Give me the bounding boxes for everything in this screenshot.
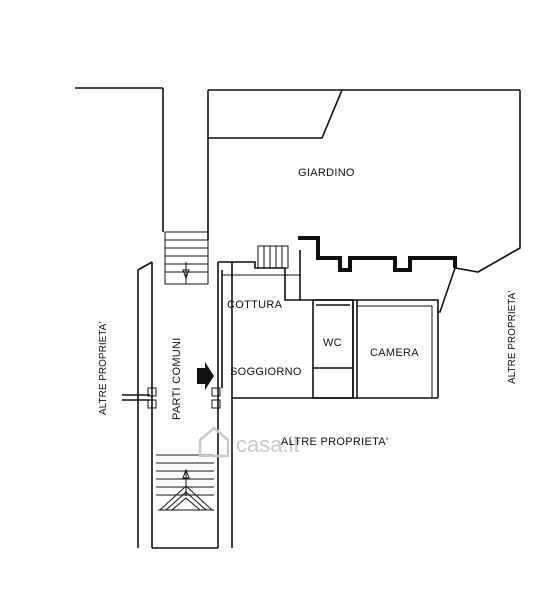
interior-walls [222, 274, 433, 399]
stair-down-icon [182, 269, 190, 280]
corridor-walls [75, 87, 233, 549]
garden-boundary [208, 89, 521, 273]
arrow-right-icon [197, 362, 214, 390]
house-logo-icon [198, 426, 230, 458]
label-altre-bottom: ALTRE PROPRIETA' [281, 436, 388, 448]
label-giardino: GIARDINO [298, 167, 355, 179]
label-soggiorno: SOGGIORNO [230, 366, 302, 378]
label-camera: CAMERA [370, 347, 419, 359]
watermark: casa.it [236, 432, 300, 457]
stair-up-icon [182, 468, 190, 479]
label-parti-comuni: PARTI COMUNI [171, 337, 183, 420]
label-altre-left: ALTRE PROPRIETA' [98, 322, 109, 415]
upper-stair [164, 231, 209, 285]
label-wc: WC [323, 337, 342, 349]
label-altre-right: ALTRE PROPRIETA' [507, 291, 518, 384]
lower-stair [156, 454, 214, 511]
label-cottura: COTTURA [227, 299, 283, 311]
